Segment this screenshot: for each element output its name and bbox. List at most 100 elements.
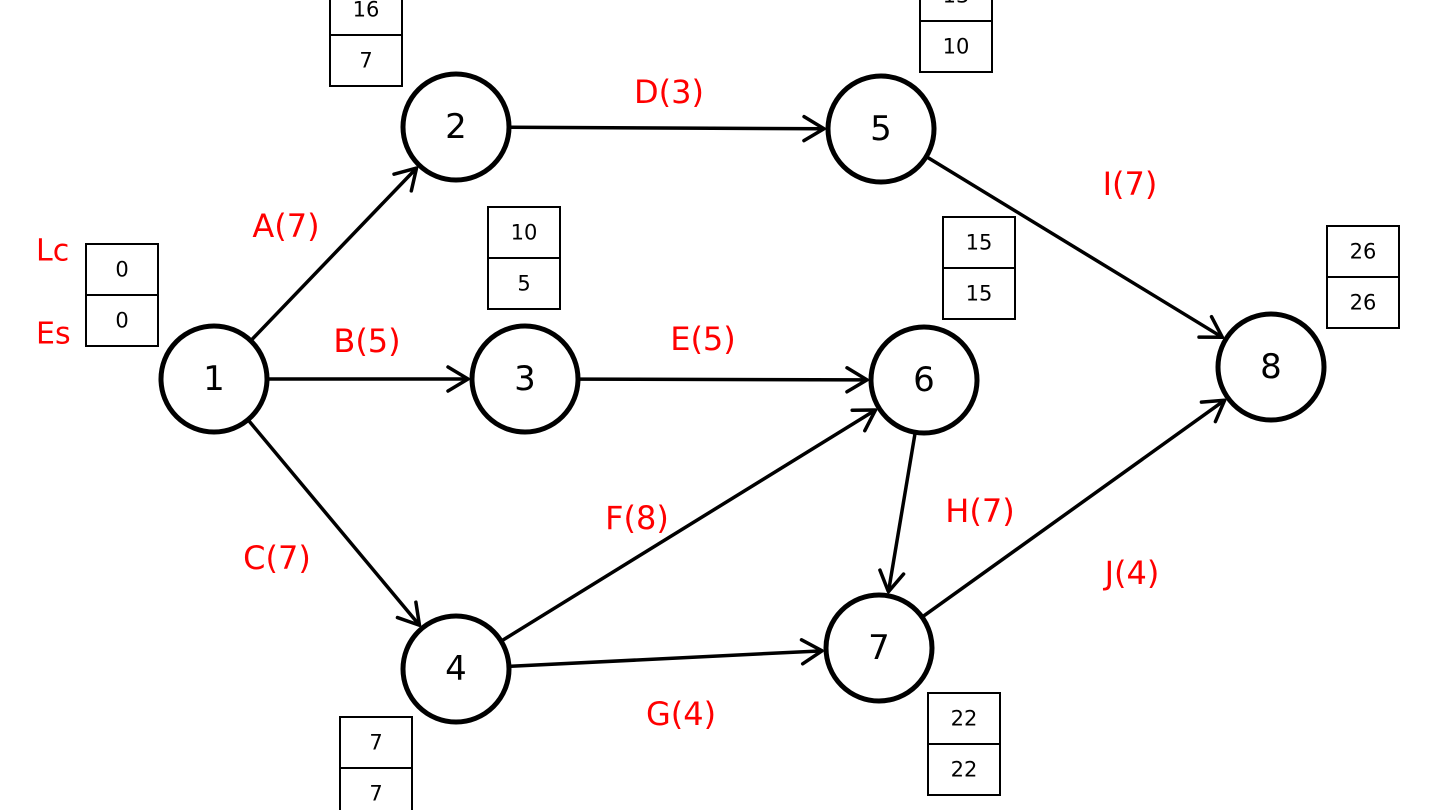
edge-h-arrowhead [878,568,906,594]
node-1-lc-value: 0 [115,258,128,282]
edge-a-label: A(7) [252,207,319,245]
node-1-box-bottom-cell [85,294,159,347]
node-8-circle [1215,311,1327,423]
node-5-circle [825,73,937,185]
node-4-lc-value: 7 [369,731,382,755]
legend-lc-label: Lc [36,234,69,269]
node-3-lc-value: 10 [511,221,538,245]
edge-c-label: C(7) [243,539,311,577]
node-1-circle [158,323,270,435]
edge-c [247,420,422,627]
edge-i-label: I(7) [1103,165,1158,203]
node-6-label: 6 [913,360,935,400]
edge-e-line [579,377,868,382]
edge-b-label: B(5) [333,322,400,360]
edge-e-arrowhead [845,366,869,394]
edge-f-label: F(8) [605,499,669,537]
node-1: 1 [158,323,270,435]
node-8-box-bottom-cell [1326,276,1400,329]
node-6: 6 [868,324,980,436]
edge-g-line [510,649,823,669]
node-6-es-value: 15 [966,282,993,306]
node-2: 2 [400,71,512,183]
node-5-label: 5 [870,109,892,149]
node-4-box-bottom-cell [339,767,413,810]
node-4-box-top-cell [339,716,413,769]
node-3-label: 3 [514,359,536,399]
edge-j-label: J(4) [1103,554,1160,592]
edge-g-arrowhead [799,638,824,666]
edge-c-arrowhead [395,600,422,627]
edge-j-line [922,398,1226,618]
node-2-es-value: 7 [359,49,372,73]
edge-b [269,365,470,393]
node-4-time-box: 77 [339,716,413,810]
node-5: 5 [825,73,937,185]
edge-d-label: D(3) [634,73,704,111]
edge-a-arrowhead [392,166,419,193]
node-2-box-top-cell [329,0,403,36]
node-8-label: 8 [1260,347,1282,387]
node-5-es-value: 10 [943,35,970,59]
edge-e [579,366,869,394]
node-6-lc-value: 15 [966,231,993,255]
edge-g [510,638,824,669]
node-2-lc-value: 16 [353,0,380,22]
node-3-box-bottom-cell [487,257,561,310]
node-4-circle [400,613,512,725]
node-7-box-top-cell [927,692,1001,745]
edge-h [878,433,917,594]
node-2-circle [400,71,512,183]
node-7: 7 [823,592,935,704]
node-7-es-value: 22 [951,758,978,782]
node-1-time-box: 00 [85,243,159,347]
edge-a-line [250,166,418,341]
node-3-circle [469,323,581,435]
node-5-time-box: 13 10 [919,0,993,73]
node-1-label: 1 [203,359,225,399]
node-7-lc-value: 22 [951,707,978,731]
edge-i-arrowhead [1197,314,1225,340]
node-5-box-bottom-cell [919,20,993,73]
edge-i [927,156,1225,340]
nodes-layer: 1 2 3 4 5 6 7 8 [158,71,1327,725]
node-1-box-top-cell [85,243,159,296]
node-3: 3 [469,323,581,435]
node-6-box-bottom-cell [942,267,1016,320]
node-5-lc-value: 13 [943,0,970,8]
node-1-es-value: 0 [115,309,128,333]
edge-b-arrowhead [446,365,470,393]
node-4: 4 [400,613,512,725]
node-7-circle [823,592,935,704]
node-6-circle [868,324,980,436]
edge-f-arrowhead [850,408,878,433]
edge-j [922,398,1227,618]
node-2-box-bottom-cell [329,34,403,87]
node-3-es-value: 5 [517,272,530,296]
edge-a [250,166,419,341]
legend: Lc Es [36,234,71,352]
node-7-time-box: 22 22 [927,692,1001,796]
edge-e-label: E(5) [670,320,736,358]
node-4-label: 4 [445,649,467,689]
node-4-es-value: 7 [369,782,382,806]
boxes-layer: 00167105771310151522222626 [85,0,1400,810]
edge-g-label: G(4) [646,695,716,733]
edge-c-line [247,420,421,627]
node-2-time-box: 16 7 [329,0,403,87]
edge-h-line [886,433,917,593]
edge-h-label: H(7) [945,492,1014,530]
edge-f [501,408,878,642]
edge-i-line [927,156,1224,339]
edge-j-arrowhead [1199,398,1227,424]
node-8-es-value: 26 [1350,291,1377,315]
legend-es-label: Es [36,317,71,352]
edge-f-line [501,408,877,642]
node-3-time-box: 10 5 [487,206,561,310]
edge-d-line [510,125,825,131]
edge-d-arrowhead [802,114,826,143]
node-7-box-bottom-cell [927,743,1001,796]
